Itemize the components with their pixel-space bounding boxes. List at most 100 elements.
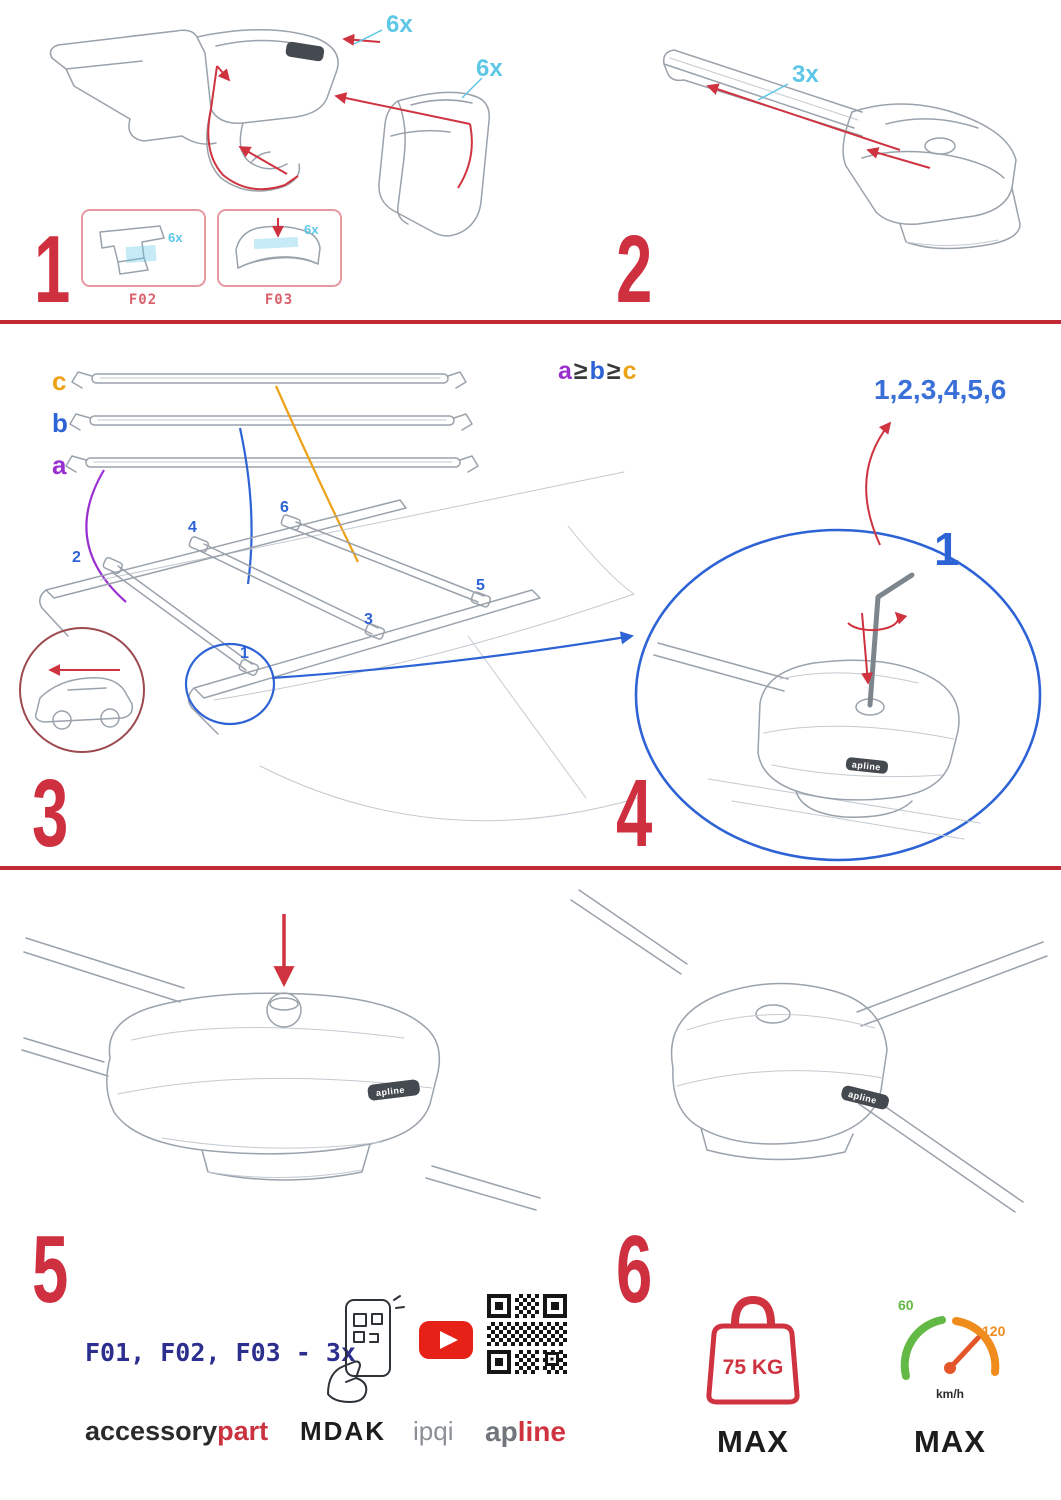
crossbar-foot-drawing xyxy=(49,29,339,192)
f03-highlight-pad xyxy=(253,236,299,250)
qty-leader-line xyxy=(461,77,483,99)
bar-c-label: c xyxy=(52,366,66,396)
crossbar-stub xyxy=(856,941,1048,1027)
qty-label: 3x xyxy=(792,61,819,88)
qty-leader-line xyxy=(757,83,789,101)
formula-c: c xyxy=(622,357,637,385)
position-6-label: 6 xyxy=(280,499,289,516)
apline-logo: apline xyxy=(485,1416,566,1448)
attachment-arrows xyxy=(207,33,473,191)
bar-a-label: a xyxy=(52,450,67,480)
f02-highlight-pad xyxy=(125,244,157,264)
speed-arc-orange xyxy=(952,1317,1000,1376)
position-5-label: 5 xyxy=(476,577,485,594)
press-arrow xyxy=(861,612,874,685)
part-box-f02: 6x F02 xyxy=(81,209,206,308)
car-side-view xyxy=(34,677,134,730)
step-6-number: 6 xyxy=(616,1216,653,1323)
roof-rails xyxy=(39,499,541,735)
roof-rail-drawing xyxy=(21,1037,541,1211)
speed-needle-hub xyxy=(944,1362,956,1374)
foot-drawing xyxy=(842,103,1021,250)
ipqi-logo: ipqi xyxy=(413,1416,454,1446)
leader-bar-c xyxy=(274,385,359,563)
qty-leader-line xyxy=(353,29,383,45)
max-weight-label: MAX xyxy=(717,1424,789,1459)
f02-code: F02 xyxy=(129,292,157,308)
apline-logo-text: apline xyxy=(851,759,881,772)
inset-circle xyxy=(19,627,145,753)
f02-part-drawing xyxy=(99,225,165,275)
step6-illustration: apline xyxy=(570,889,1048,1213)
part-box-border xyxy=(217,209,342,287)
foot-drawing xyxy=(106,992,441,1181)
end-cover-drawing xyxy=(378,91,490,237)
slide-in-arrow xyxy=(706,83,901,151)
f02-qty: 6x xyxy=(168,230,183,245)
bar-a: a xyxy=(52,450,479,480)
max-speed-icon: 60 120 km/h xyxy=(898,1297,1006,1401)
bar-b: b xyxy=(52,408,473,438)
tightening-sequence-label: 1,2,3,4,5,6 xyxy=(874,374,1006,405)
part-box-border xyxy=(81,209,206,287)
foot-drawing xyxy=(670,982,888,1161)
apline-logo-chip: apline xyxy=(841,1085,889,1110)
qty-label-side: 6x xyxy=(476,55,503,82)
bar-c: c xyxy=(52,366,467,396)
position-1-label: 1 xyxy=(240,645,249,662)
speed-needle xyxy=(947,1335,981,1371)
roof-rail-drawing xyxy=(570,889,1024,1213)
apline-logo-red: line xyxy=(517,1416,566,1447)
bar-b-label: b xyxy=(52,408,68,438)
formula-ge: ≥ xyxy=(606,357,621,385)
step4-illustration: apline 1,2,3,4,5,6 1 xyxy=(634,374,1042,862)
car-body-sketch xyxy=(99,471,639,822)
accessorypart-logo-red: part xyxy=(217,1416,269,1446)
speed-high-label: 120 xyxy=(982,1323,1006,1339)
apline-logo-gray: ap xyxy=(485,1416,518,1447)
quantity-labels: 6x 6x xyxy=(353,11,503,99)
apline-logo-text: apline xyxy=(375,1085,405,1098)
step-3-number: 3 xyxy=(32,760,69,867)
insert-arrows xyxy=(706,83,931,169)
crossbar-drawing xyxy=(662,49,863,137)
formula-a: a xyxy=(558,357,572,385)
speed-unit-label: km/h xyxy=(936,1387,964,1401)
slot-arrow xyxy=(866,147,931,169)
adjustment-knob xyxy=(266,992,302,1028)
youtube-icon xyxy=(419,1321,473,1359)
accessorypart-logo: accessorypart xyxy=(85,1416,268,1447)
foot-zoom-drawing xyxy=(653,642,981,840)
leader-bar-a xyxy=(85,469,127,603)
crossbar-stub xyxy=(23,937,185,1003)
f03-code: F03 xyxy=(265,292,293,308)
zoom-circle xyxy=(634,528,1042,862)
qr-code xyxy=(487,1294,567,1374)
sequence-arrow xyxy=(865,421,892,546)
part-box-f03: 6x F03 xyxy=(217,209,342,308)
position-3-label: 3 xyxy=(364,611,373,628)
step-4-number: 4 xyxy=(616,760,653,867)
scan-phone-icon xyxy=(327,1295,405,1403)
formula-ge: ≥ xyxy=(573,357,588,385)
section-divider xyxy=(0,866,1061,870)
apline-logo-chip: apline xyxy=(845,757,889,774)
speed-arc-green xyxy=(900,1316,946,1380)
first-position-label: 1 xyxy=(934,523,960,575)
max-weight-value: 75 KG xyxy=(723,1356,784,1379)
step-5-number: 5 xyxy=(32,1216,69,1323)
step1-illustration: 6x 6x 6x F02 6x F03 xyxy=(49,11,503,308)
apline-logo-chip: apline xyxy=(367,1079,420,1101)
max-weight-icon: 75 KG xyxy=(706,1296,800,1405)
brand-logos-row: accessorypart MDAK ipqi apline xyxy=(0,1416,1061,1456)
step3-illustration: c b a xyxy=(19,366,639,822)
qty-label-top: 6x xyxy=(386,11,413,38)
apline-logo-chip xyxy=(285,41,325,62)
step-1-number: 1 xyxy=(34,216,71,323)
step2-illustration: 3x xyxy=(662,49,1021,250)
crossbars-on-roof xyxy=(102,514,492,676)
accessorypart-logo-black: accessory xyxy=(85,1416,218,1446)
position-2-label: 2 xyxy=(72,549,81,566)
length-order-formula: a ≥ b ≥ c xyxy=(558,357,637,386)
